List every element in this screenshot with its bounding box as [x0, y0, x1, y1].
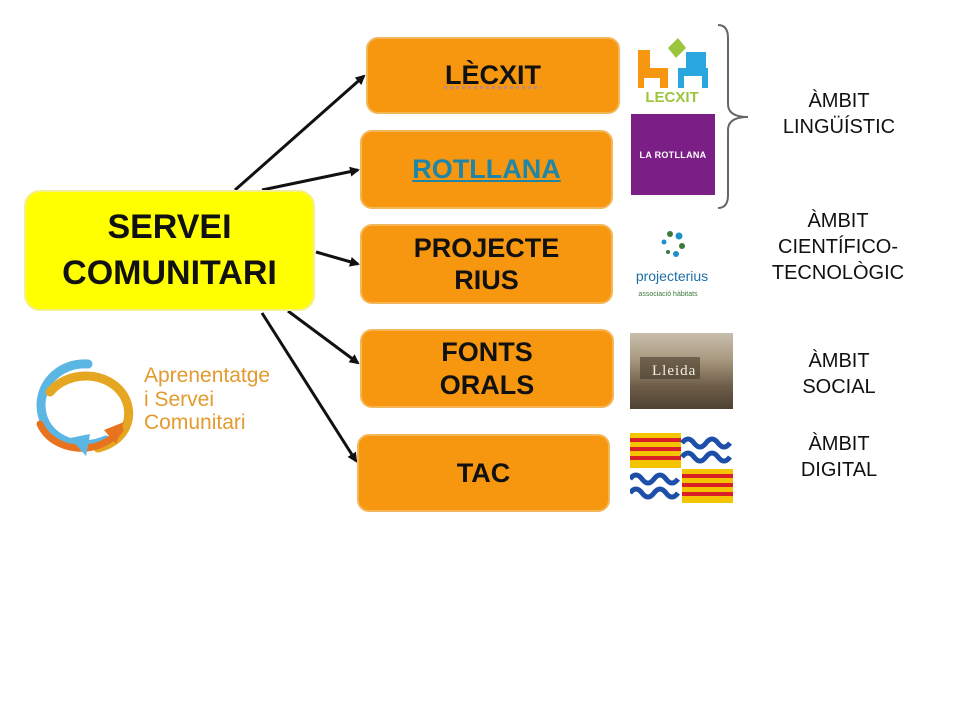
lecxit-logo-text: LECXIT — [645, 89, 698, 106]
arrow-to-projecte-rius — [315, 250, 360, 267]
ambit-digital-line2: DIGITAL — [800, 459, 878, 481]
aps-swirl-icon — [36, 359, 134, 456]
arrow-to-lecxit — [234, 74, 366, 192]
node-projecte-rius-line2: RIUS — [454, 265, 519, 295]
aps-logo-text: Aprenentatge i Servei Comunitari — [144, 364, 270, 435]
node-lecxit-label: LÈCXIT — [444, 60, 541, 91]
photo-building-shape — [640, 357, 700, 379]
rotllana-logo: LA ROTLLANA — [631, 114, 715, 195]
node-lecxit[interactable]: LÈCXIT — [366, 37, 620, 114]
rotllana-logo-text: LA ROTLLANA — [639, 149, 707, 160]
ambit-cientifico-tecnologic: ÀMBIT CIENTÍFICO- TECNOLÒGIC — [758, 208, 918, 286]
aps-logo-line1: Aprenentatge — [144, 364, 271, 387]
node-projecte-rius-line1: PROJECTE — [413, 232, 560, 263]
node-tac-label: TAC — [456, 457, 511, 488]
aps-logo-line2: i Servei — [144, 387, 215, 411]
tac-flag — [630, 433, 733, 503]
ambit-linguistic-line1: ÀMBIT — [808, 90, 870, 112]
ambit-ct-line3: TECNOLÒGIC — [771, 262, 905, 284]
center-line1: SERVEI — [107, 207, 232, 246]
arrow-to-fonts-orals — [287, 309, 360, 365]
ambit-digital: ÀMBIT DIGITAL — [764, 431, 914, 483]
node-rotllana[interactable]: ROTLLANA — [360, 130, 613, 209]
node-tac[interactable]: TAC — [357, 434, 610, 512]
projecte-rius-logo-subtext: associació hàbitats — [638, 291, 698, 298]
ambit-ct-line1: ÀMBIT — [807, 210, 869, 232]
projecte-rius-logo: projecterius associació hàbitats — [636, 231, 708, 298]
ambit-linguistic: ÀMBIT LINGÜÍSTIC — [764, 88, 914, 140]
node-fonts-orals-line1: FONTS — [441, 337, 533, 368]
node-fonts-orals[interactable]: FONTS ORALS — [360, 329, 614, 408]
node-projecte-rius[interactable]: PROJECTE RIUS — [360, 224, 613, 304]
ambit-ct-line2: CIENTÍFICO- — [778, 236, 898, 258]
ambit-social: ÀMBIT SOCIAL — [764, 348, 914, 400]
center-line2: COMUNITARI — [62, 253, 277, 292]
aps-logo-line3: Comunitari — [144, 411, 246, 435]
arrow-to-tac — [260, 312, 358, 463]
ambit-linguistic-line2: LINGÜÍSTIC — [782, 116, 896, 138]
node-fonts-orals-line2: ORALS — [439, 369, 535, 400]
ambit-digital-line1: ÀMBIT — [808, 433, 870, 455]
projecte-rius-logo-text: projecterius — [636, 268, 708, 284]
brace-linguistic — [717, 24, 749, 209]
fonts-orals-photo-caption: Lleida — [652, 363, 697, 379]
fonts-orals-photo: Lleida — [630, 333, 733, 409]
ambit-social-line1: ÀMBIT — [808, 350, 870, 372]
arrow-to-rotllana — [261, 166, 360, 192]
center-node-servei-comunitari: SERVEI COMUNITARI — [24, 190, 315, 311]
lecxit-logo: LECXIT — [638, 38, 708, 106]
ambit-social-line2: SOCIAL — [802, 376, 876, 398]
node-rotllana-link[interactable]: ROTLLANA — [412, 154, 561, 185]
